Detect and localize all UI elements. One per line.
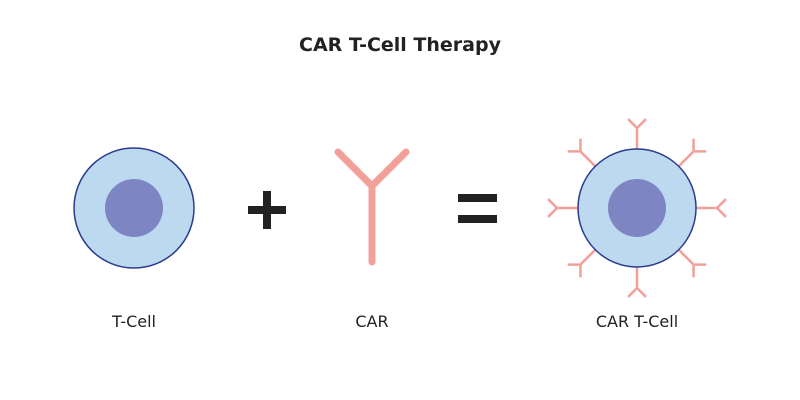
car-t-cell	[547, 118, 727, 298]
car-receptor-mark	[627, 267, 647, 298]
car-label: CAR	[355, 312, 389, 331]
plus-icon	[248, 191, 286, 229]
car-receptor-mark	[547, 198, 578, 218]
equals-icon	[458, 194, 497, 223]
car-t-cell-label: CAR T-Cell	[595, 312, 679, 331]
car-receptor	[334, 148, 410, 266]
car-receptor-mark	[677, 248, 707, 278]
t-cell-label: T-Cell	[112, 312, 156, 331]
car-receptor-mark	[567, 138, 597, 168]
nucleus	[105, 179, 163, 237]
nucleus	[608, 179, 666, 237]
t-cell	[73, 147, 195, 269]
car-receptor-mark	[567, 248, 597, 278]
diagram-title: CAR T-Cell Therapy	[299, 34, 501, 56]
car-receptor-mark	[677, 138, 707, 168]
car-receptor-mark	[627, 118, 647, 149]
car-receptor-mark	[696, 198, 727, 218]
